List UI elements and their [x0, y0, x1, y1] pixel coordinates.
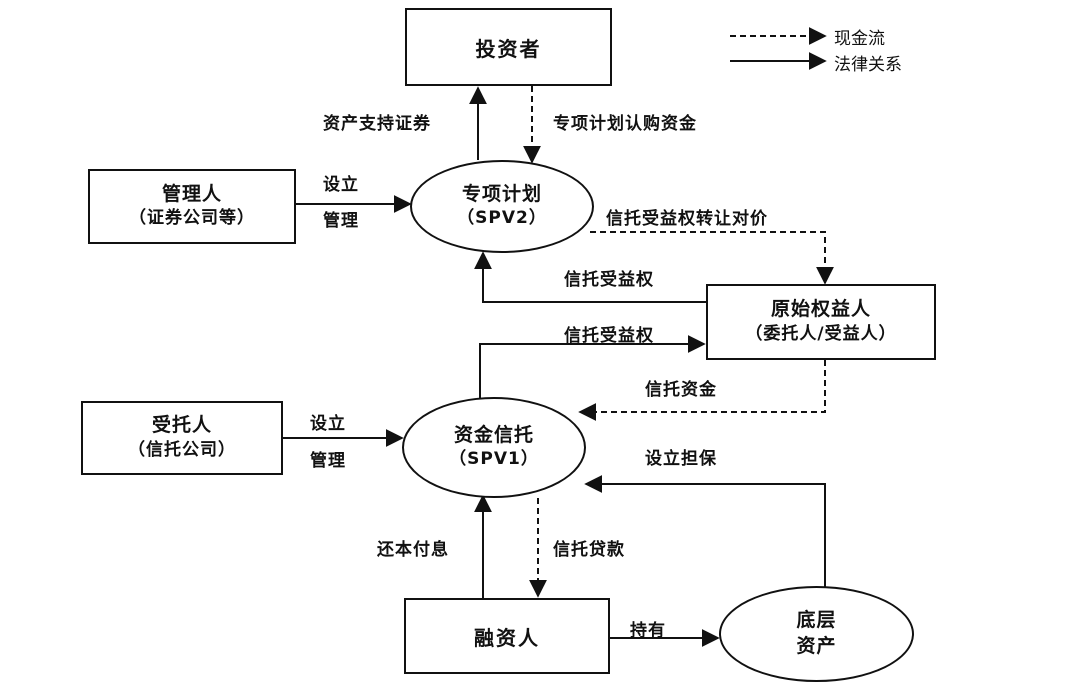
legend-cash-flow-label: 现金流	[834, 29, 885, 49]
label-trust-beneficial-right-1: 信托受益权	[564, 270, 654, 290]
label-establish-1: 设立	[323, 175, 359, 195]
legend-legal-relation-label: 法律关系	[834, 55, 902, 75]
node-manager: 管理人 （证券公司等）	[88, 169, 296, 244]
node-investor: 投资者	[405, 8, 612, 86]
node-original-beneficiary-line1: 原始权益人	[770, 298, 871, 321]
node-fund-trust: 资金信托 （SPV1）	[402, 397, 586, 498]
label-manage-1: 管理	[323, 211, 359, 231]
node-special-plan-line2: （SPV2）	[457, 208, 547, 229]
edge-trust-funds	[578, 360, 826, 421]
node-financier-label: 融资人	[474, 625, 540, 650]
label-repay: 还本付息	[377, 540, 449, 560]
label-manage-2: 管理	[310, 451, 346, 471]
label-plan-subscription: 专项计划认购资金	[553, 114, 697, 134]
label-trust-beneficial-right-2: 信托受益权	[564, 326, 654, 346]
label-hold: 持有	[630, 621, 666, 641]
label-establish-2: 设立	[310, 414, 346, 434]
node-financier: 融资人	[404, 598, 610, 674]
node-underlying-assets-line1: 底层	[796, 609, 837, 632]
node-original-beneficiary-line2: （委托人/受益人）	[745, 323, 897, 344]
node-trustee-line2: （信托公司）	[128, 439, 236, 460]
node-trustee: 受托人 （信托公司）	[81, 401, 283, 475]
label-guarantee: 设立担保	[645, 449, 717, 469]
label-abs: 资产支持证券	[323, 114, 431, 134]
label-transfer-consideration: 信托受益权转让对价	[606, 209, 768, 229]
edge-transfer-consideration	[590, 231, 834, 285]
node-special-plan-line1: 专项计划	[461, 182, 542, 205]
node-fund-trust-line2: （SPV1）	[449, 449, 539, 470]
node-manager-line2: （证券公司等）	[129, 208, 255, 229]
label-trust-funds: 信托资金	[645, 380, 717, 400]
edge-guarantee	[584, 475, 826, 588]
node-special-plan: 专项计划 （SPV2）	[410, 160, 594, 253]
node-underlying-assets: 底层 资产	[719, 586, 914, 682]
node-fund-trust-line1: 资金信托	[453, 423, 534, 446]
node-original-beneficiary: 原始权益人 （委托人/受益人）	[706, 284, 936, 360]
edge-beneficial-right-to-plan	[474, 251, 706, 303]
edge-beneficial-right-to-originator	[479, 335, 706, 398]
node-underlying-assets-line2: 资产	[796, 635, 837, 657]
node-trustee-line1: 受托人	[151, 414, 212, 437]
node-investor-label: 投资者	[475, 36, 542, 61]
node-manager-line1: 管理人	[161, 182, 222, 205]
label-trust-loan: 信托贷款	[553, 540, 625, 560]
